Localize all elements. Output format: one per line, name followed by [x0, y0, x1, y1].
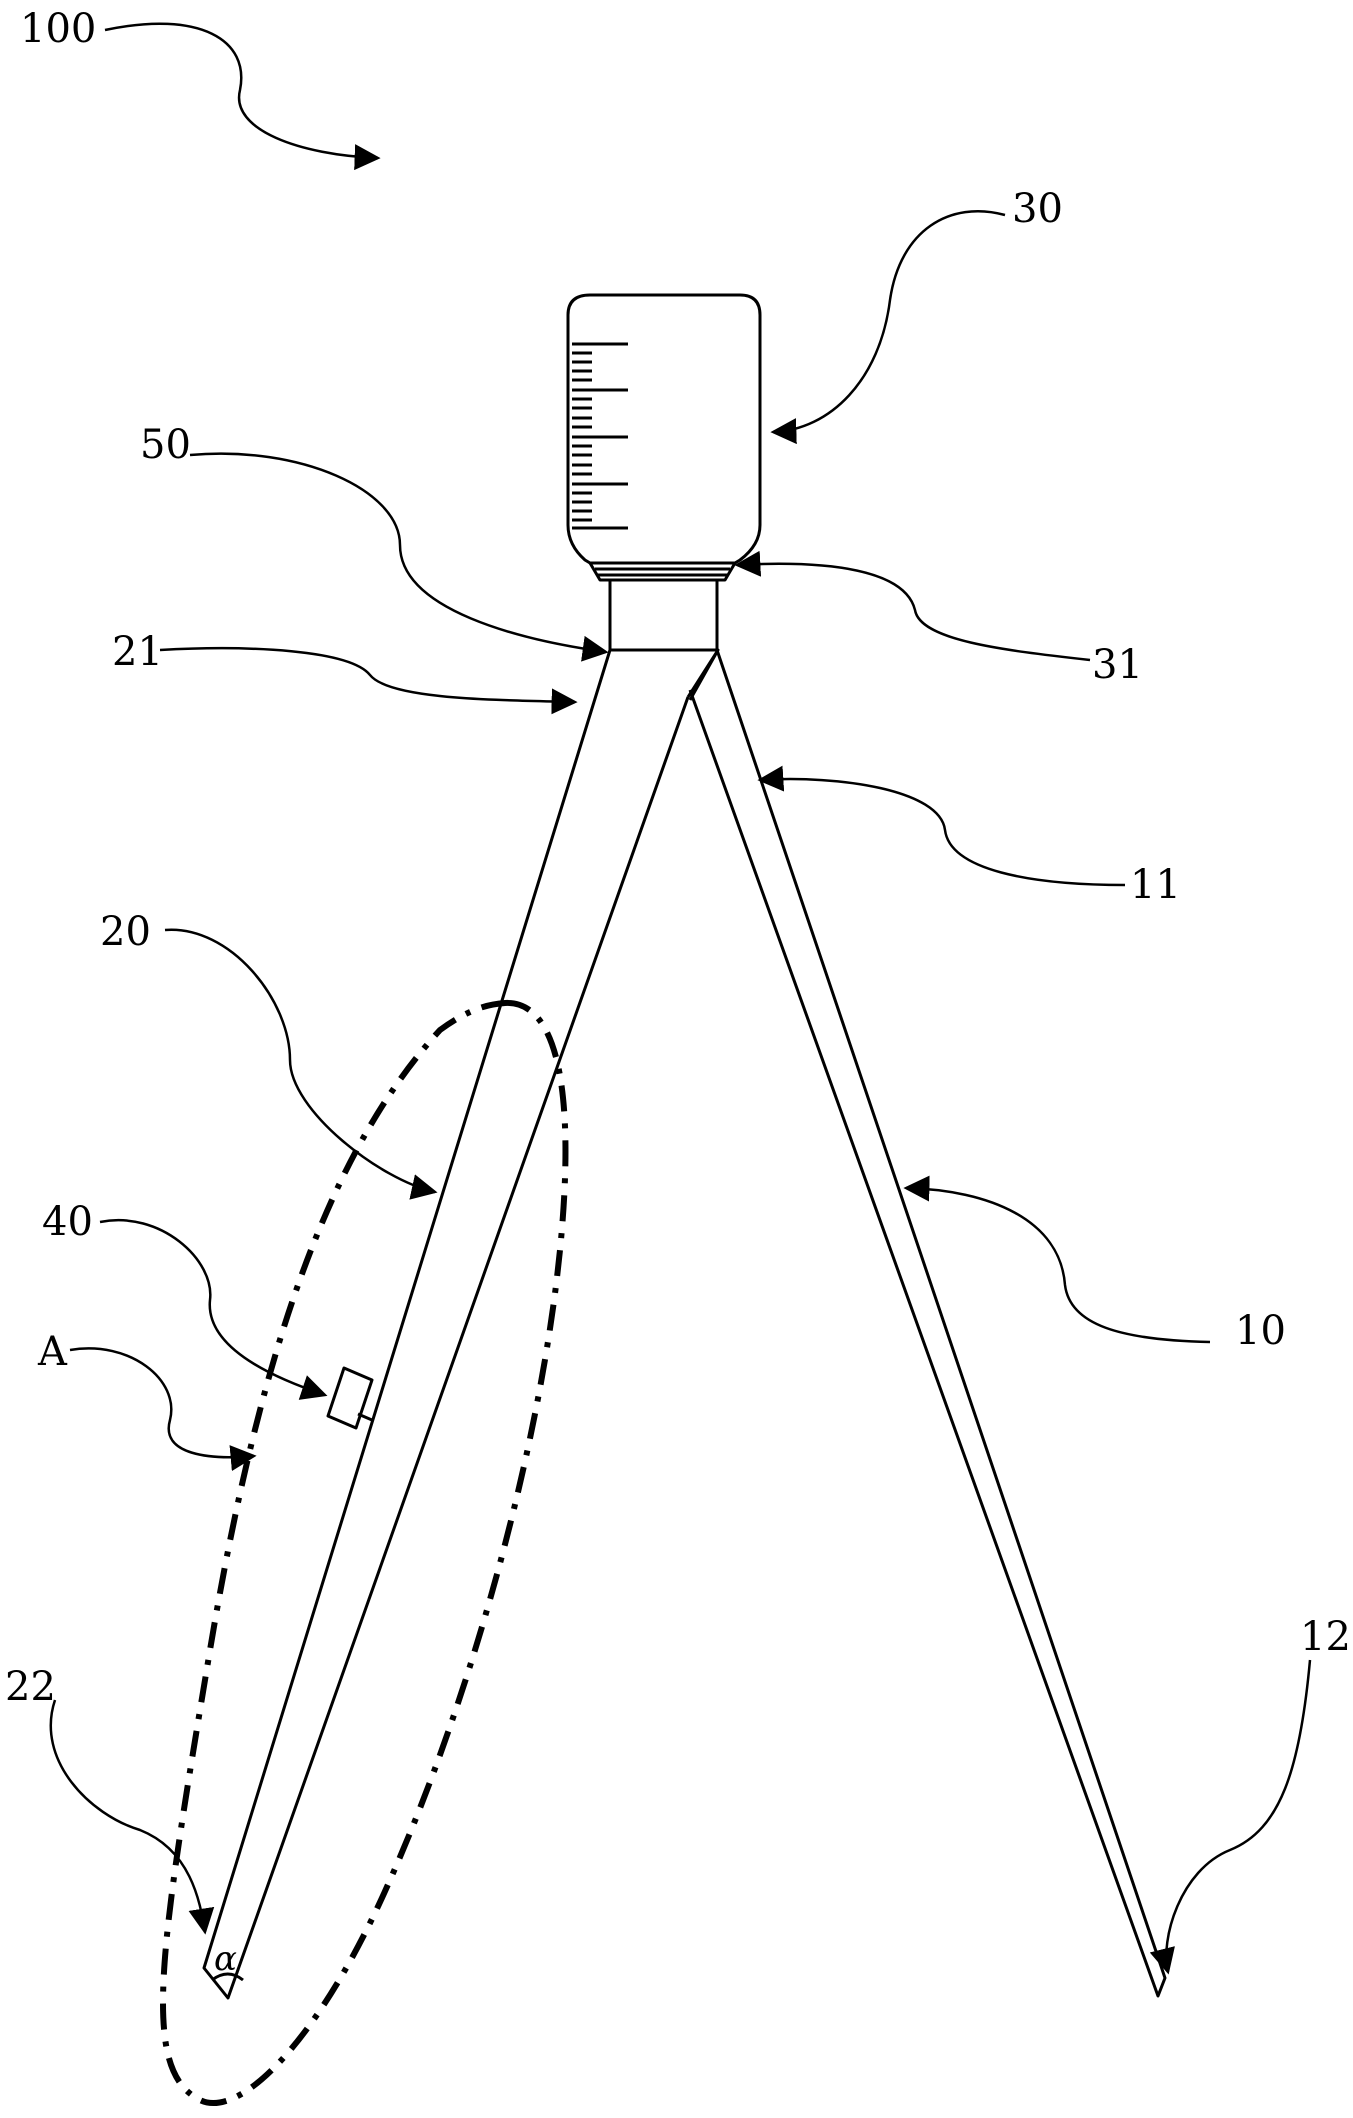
leader-A: [70, 1348, 254, 1457]
leader-100: [105, 24, 378, 158]
leader-31: [737, 564, 1090, 660]
label-22: 22: [5, 1664, 56, 1710]
leader-12: [1166, 1660, 1310, 1972]
label-50: 50: [140, 422, 191, 468]
leader-30: [773, 211, 1005, 432]
label-30: 30: [1012, 186, 1063, 232]
leader-10: [906, 1188, 1210, 1342]
bottle: [568, 295, 760, 563]
graduation-marks: [572, 344, 628, 528]
label-21: 21: [112, 629, 163, 675]
leader-50: [190, 454, 606, 652]
clamp: [328, 1368, 372, 1428]
connector: [610, 580, 717, 650]
label-100: 100: [20, 6, 96, 52]
label-40: 40: [42, 1199, 93, 1245]
leader-21: [160, 648, 575, 702]
leader-11: [760, 779, 1125, 885]
second-tube: [204, 650, 688, 1998]
leader-20: [165, 930, 435, 1192]
leader-22: [51, 1700, 205, 1932]
second-tube-inner: [688, 650, 718, 700]
label-10: 10: [1235, 1308, 1286, 1354]
label-20: 20: [100, 909, 151, 955]
label-31: 31: [1092, 642, 1143, 688]
detail-region-outline: [163, 1003, 565, 2103]
angle-alpha-label: α: [214, 1939, 237, 1979]
label-12: 12: [1300, 1614, 1351, 1660]
label-A: A: [37, 1329, 68, 1375]
bottle-neck-thread: [590, 563, 735, 580]
label-11: 11: [1130, 862, 1181, 908]
